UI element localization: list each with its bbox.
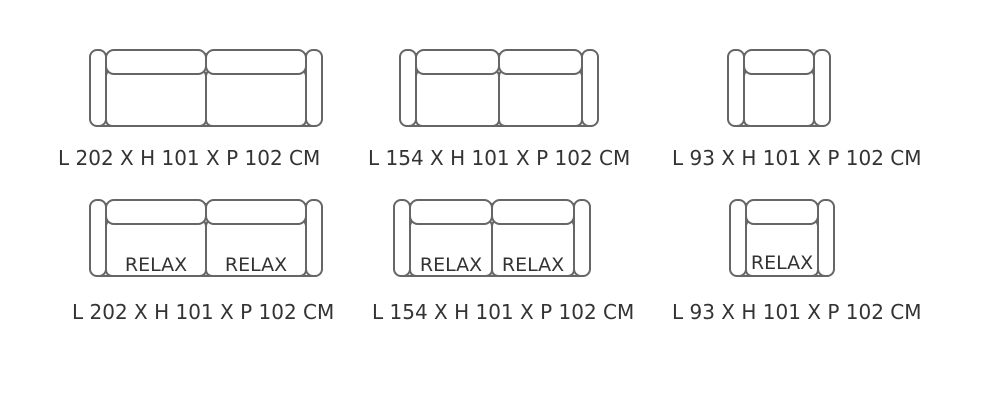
relax-label: RELAX: [420, 254, 482, 276]
left-arm: [89, 49, 107, 127]
relax-label: RELAX: [225, 254, 287, 276]
back-cushion: [205, 49, 307, 75]
sofa-diagram-relax-2-seat-202: RELAX RELAX: [89, 199, 323, 277]
left-arm: [399, 49, 417, 127]
sofa-diagram-2-seat-202: [89, 49, 323, 127]
back-cushion: [415, 49, 500, 75]
relax-label: RELAX: [502, 254, 564, 276]
back-cushion: [743, 49, 815, 75]
seat-cushion: [415, 69, 500, 127]
relax-label: RELAX: [751, 252, 813, 274]
left-arm: [727, 49, 745, 127]
seat-cushion: [743, 69, 815, 127]
right-arm: [573, 199, 591, 277]
right-arm: [581, 49, 599, 127]
back-cushion: [491, 199, 575, 225]
right-arm: [305, 199, 323, 277]
sofa-diagram-relax-1-seat-93: RELAX: [729, 199, 835, 277]
relax-label: RELAX: [125, 254, 187, 276]
seat-cushion: [105, 69, 207, 127]
back-cushion: [105, 49, 207, 75]
sofa-diagram-2-seat-154: [399, 49, 599, 127]
right-arm: [813, 49, 831, 127]
dimensions-label: L 93 X H 101 X P 102 CM: [672, 146, 922, 170]
back-cushion: [498, 49, 583, 75]
back-cushion: [745, 199, 819, 225]
left-arm: [729, 199, 747, 277]
dimensions-label: L 93 X H 101 X P 102 CM: [672, 300, 922, 324]
right-arm: [305, 49, 323, 127]
sofa-diagram-1-seat-93: [727, 49, 831, 127]
back-cushion: [105, 199, 207, 225]
sofa-diagram-relax-2-seat-154: RELAX RELAX: [393, 199, 591, 277]
seat-cushion: [205, 69, 307, 127]
back-cushion: [205, 199, 307, 225]
seat-cushion: [498, 69, 583, 127]
dimensions-label: L 202 X H 101 X P 102 CM: [72, 300, 335, 324]
back-cushion: [409, 199, 493, 225]
left-arm: [393, 199, 411, 277]
dimensions-label: L 154 X H 101 X P 102 CM: [372, 300, 635, 324]
left-arm: [89, 199, 107, 277]
dimensions-label: L 154 X H 101 X P 102 CM: [368, 146, 631, 170]
right-arm: [817, 199, 835, 277]
dimensions-label: L 202 X H 101 X P 102 CM: [58, 146, 321, 170]
